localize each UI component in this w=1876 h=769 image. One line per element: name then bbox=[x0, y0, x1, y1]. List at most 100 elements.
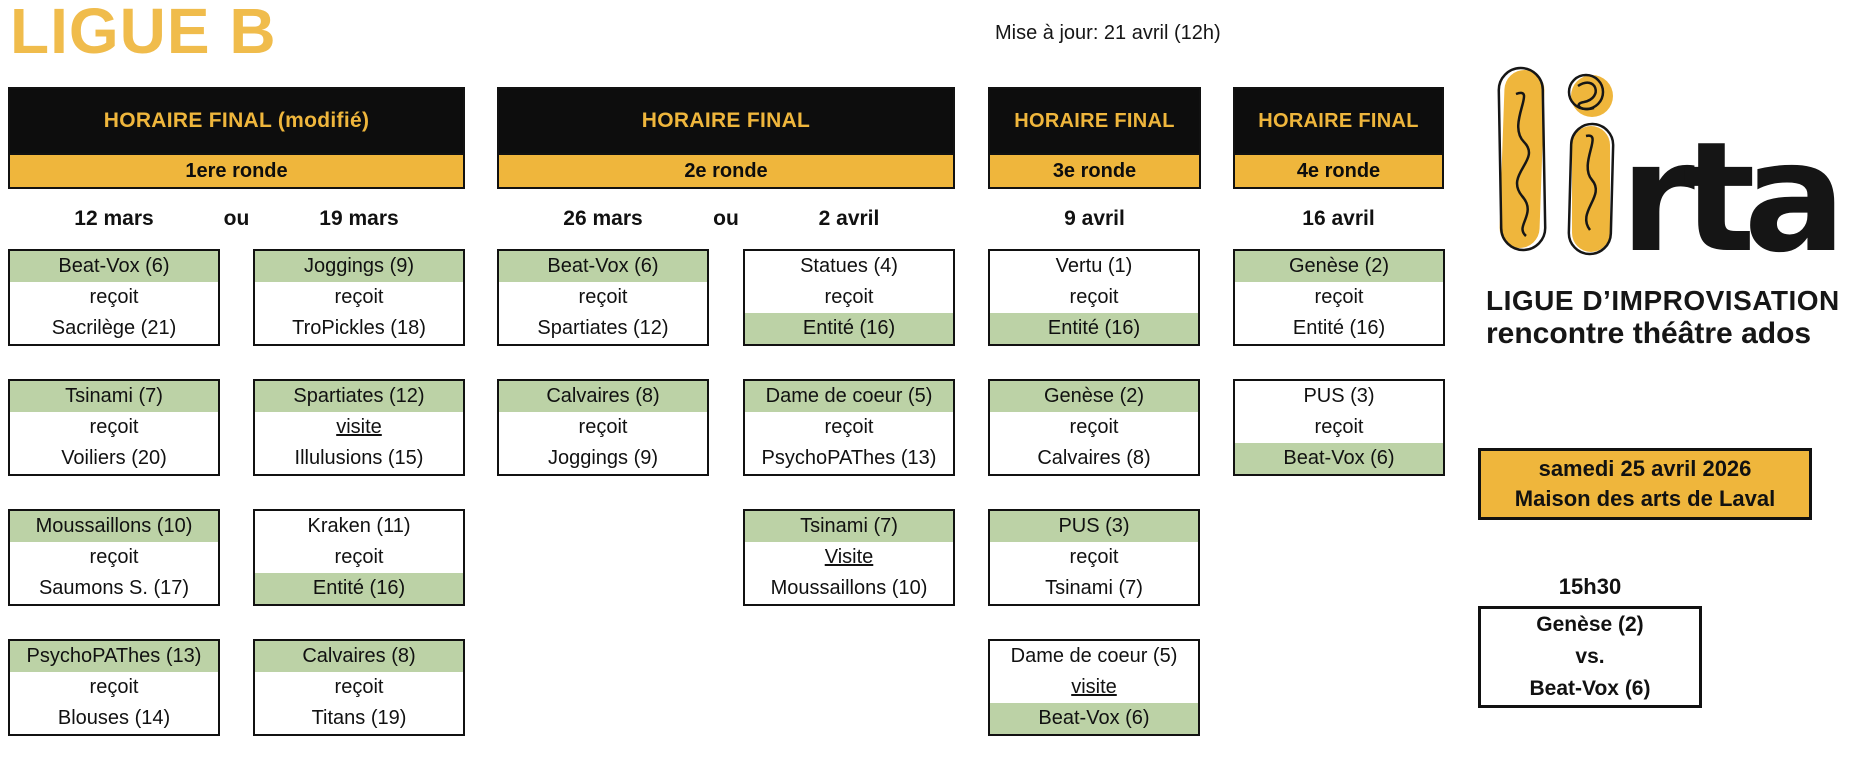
host-team: Kraken (11) bbox=[307, 515, 411, 537]
match-card: Dame de coeur (5) visite Beat-Vox (6) bbox=[988, 639, 1200, 736]
host-team: PUS (3) bbox=[990, 511, 1198, 542]
host-team: Beat-Vox (6) bbox=[10, 251, 218, 282]
host-team: PUS (3) bbox=[1303, 385, 1375, 407]
round-2-subcol-2: Statues (4) reçoit Entité (16) Dame de c… bbox=[743, 249, 955, 639]
round-1-header: HORAIRE FINAL (modifié) 1ere ronde bbox=[8, 87, 465, 189]
visitor-team: Blouses (14) bbox=[57, 707, 171, 729]
date-or: ou bbox=[223, 207, 250, 230]
date-or: ou bbox=[713, 207, 739, 230]
match-card: Beat-Vox (6) reçoit Spartiates (12) bbox=[497, 249, 709, 346]
match-card: Genèse (2) reçoit Calvaires (8) bbox=[988, 379, 1200, 476]
round-2-header: HORAIRE FINAL 2e ronde bbox=[497, 87, 955, 189]
round-column-3: HORAIRE FINAL 3e ronde 9 avril Vertu (1)… bbox=[988, 87, 1201, 769]
visitor-team: Tsinami (7) bbox=[1045, 577, 1143, 599]
visitor-team: Titans (19) bbox=[311, 707, 407, 729]
date-right: 2 avril bbox=[818, 207, 880, 230]
round-2-dates: 26 mars ou 2 avril bbox=[497, 189, 955, 249]
host-team: PsychoPAThes (13) bbox=[10, 641, 218, 672]
round-3-header: HORAIRE FINAL 3e ronde bbox=[988, 87, 1201, 189]
round-2-label: 2e ronde bbox=[499, 153, 953, 187]
lirta-logo: rta LIGUE D’IMPROVISATION rencontre théâ… bbox=[1486, 64, 1870, 350]
visitor-team: Entité (16) bbox=[990, 313, 1198, 344]
host-team: Tsinami (7) bbox=[10, 381, 218, 412]
page-title: LIGUE B bbox=[10, 0, 277, 67]
match-verb: reçoit bbox=[1069, 546, 1119, 568]
visitor-team: TroPickles (18) bbox=[292, 317, 426, 339]
round-4-subcol-1: Genèse (2) reçoit Entité (16) PUS (3) re… bbox=[1233, 249, 1445, 476]
host-team: Spartiates (12) bbox=[255, 381, 463, 412]
match-card: Genèse (2) reçoit Entité (16) bbox=[1233, 249, 1445, 346]
round-3-label: 3e ronde bbox=[990, 153, 1199, 187]
host-team: Genèse (2) bbox=[1235, 251, 1443, 282]
round-4-label: 4e ronde bbox=[1235, 153, 1442, 187]
match-verb: visite bbox=[336, 416, 382, 438]
host-team: Tsinami (7) bbox=[745, 511, 953, 542]
visitor-team: Voiliers (20) bbox=[61, 447, 167, 469]
match-card: Statues (4) reçoit Entité (16) bbox=[743, 249, 955, 346]
match-card: Tsinami (7) Visite Moussaillons (10) bbox=[743, 509, 955, 606]
host-team: Dame de coeur (5) bbox=[1010, 645, 1178, 667]
host-team: Beat-Vox (6) bbox=[499, 251, 707, 282]
visitor-team: Entité (16) bbox=[745, 313, 953, 344]
match-verb: reçoit bbox=[824, 286, 874, 308]
match-verb: reçoit bbox=[89, 676, 139, 698]
host-team: Statues (4) bbox=[800, 255, 898, 277]
round-3-dates: 9 avril bbox=[988, 189, 1201, 249]
match-verb: visite bbox=[1071, 676, 1117, 698]
logo-tagline-2: rencontre théâtre ados bbox=[1486, 317, 1812, 350]
match-verb: reçoit bbox=[89, 416, 139, 438]
host-team: Dame de coeur (5) bbox=[745, 381, 953, 412]
host-team: Joggings (9) bbox=[255, 251, 463, 282]
round-column-1: HORAIRE FINAL (modifié) 1ere ronde 12 ma… bbox=[8, 87, 465, 769]
match-card: Kraken (11) reçoit Entité (16) bbox=[253, 509, 465, 606]
round-3-subcol-1: Vertu (1) reçoit Entité (16) Genèse (2) … bbox=[988, 249, 1200, 736]
date-single: 9 avril bbox=[1064, 207, 1125, 230]
date-left: 26 mars bbox=[563, 207, 643, 230]
host-team: Vertu (1) bbox=[1055, 255, 1133, 277]
round-4-header-title: HORAIRE FINAL bbox=[1235, 89, 1442, 153]
match-card: PsychoPAThes (13) reçoit Blouses (14) bbox=[8, 639, 220, 736]
round-1-label: 1ere ronde bbox=[10, 153, 463, 187]
visitor-team: Calvaires (8) bbox=[1037, 447, 1151, 469]
host-team: Calvaires (8) bbox=[499, 381, 707, 412]
event-box: samedi 25 avril 2026 Maison des arts de … bbox=[1478, 448, 1812, 520]
match-card: Calvaires (8) reçoit Joggings (9) bbox=[497, 379, 709, 476]
lirta-wordmark-icon: rta bbox=[1497, 66, 1847, 286]
visitor-team: Saumons S. (17) bbox=[38, 577, 190, 599]
match-card: Moussaillons (10) reçoit Saumons S. (17) bbox=[8, 509, 220, 606]
visitor-team: Entité (16) bbox=[1292, 317, 1386, 339]
match-card: Beat-Vox (6) reçoit Sacrilège (21) bbox=[8, 249, 220, 346]
match-verb: reçoit bbox=[334, 676, 384, 698]
event-date: samedi 25 avril 2026 bbox=[1538, 456, 1752, 481]
date-left: 12 mars bbox=[74, 207, 154, 230]
match-verb: reçoit bbox=[89, 286, 139, 308]
visitor-team: PsychoPAThes (13) bbox=[761, 447, 937, 469]
match-verb: reçoit bbox=[1069, 416, 1119, 438]
round-3-header-title: HORAIRE FINAL bbox=[990, 89, 1199, 153]
match-card: Dame de coeur (5) reçoit PsychoPAThes (1… bbox=[743, 379, 955, 476]
match-verb: reçoit bbox=[334, 286, 384, 308]
round-column-2: HORAIRE FINAL 2e ronde 26 mars ou 2 avri… bbox=[497, 87, 955, 639]
logo-tagline-1: LIGUE D’IMPROVISATION bbox=[1486, 285, 1840, 316]
round-1-subcol-2: Joggings (9) reçoit TroPickles (18) Spar… bbox=[253, 249, 465, 769]
final-team-2: Beat-Vox (6) bbox=[1529, 677, 1651, 700]
host-team: Moussaillons (10) bbox=[10, 511, 218, 542]
round-column-4: HORAIRE FINAL 4e ronde 16 avril Genèse (… bbox=[1233, 87, 1445, 509]
match-verb: reçoit bbox=[824, 416, 874, 438]
match-card: Joggings (9) reçoit TroPickles (18) bbox=[253, 249, 465, 346]
final-match-time: 15h30 bbox=[1558, 574, 1622, 599]
event-venue: Maison des arts de Laval bbox=[1514, 486, 1776, 511]
match-verb: reçoit bbox=[578, 286, 628, 308]
final-match-card: Genèse (2) vs. Beat-Vox (6) bbox=[1478, 606, 1702, 708]
date-right: 19 mars bbox=[319, 207, 399, 230]
visitor-team: Spartiates (12) bbox=[537, 317, 669, 339]
match-verb: reçoit bbox=[578, 416, 628, 438]
final-team-1: Genèse (2) bbox=[1536, 613, 1644, 636]
round-4-dates: 16 avril bbox=[1233, 189, 1444, 249]
host-team: Calvaires (8) bbox=[255, 641, 463, 672]
match-verb: reçoit bbox=[1314, 416, 1364, 438]
visitor-team: Sacrilège (21) bbox=[51, 317, 177, 339]
match-verb: reçoit bbox=[1069, 286, 1119, 308]
host-team: Genèse (2) bbox=[990, 381, 1198, 412]
match-card: Calvaires (8) reçoit Titans (19) bbox=[253, 639, 465, 736]
